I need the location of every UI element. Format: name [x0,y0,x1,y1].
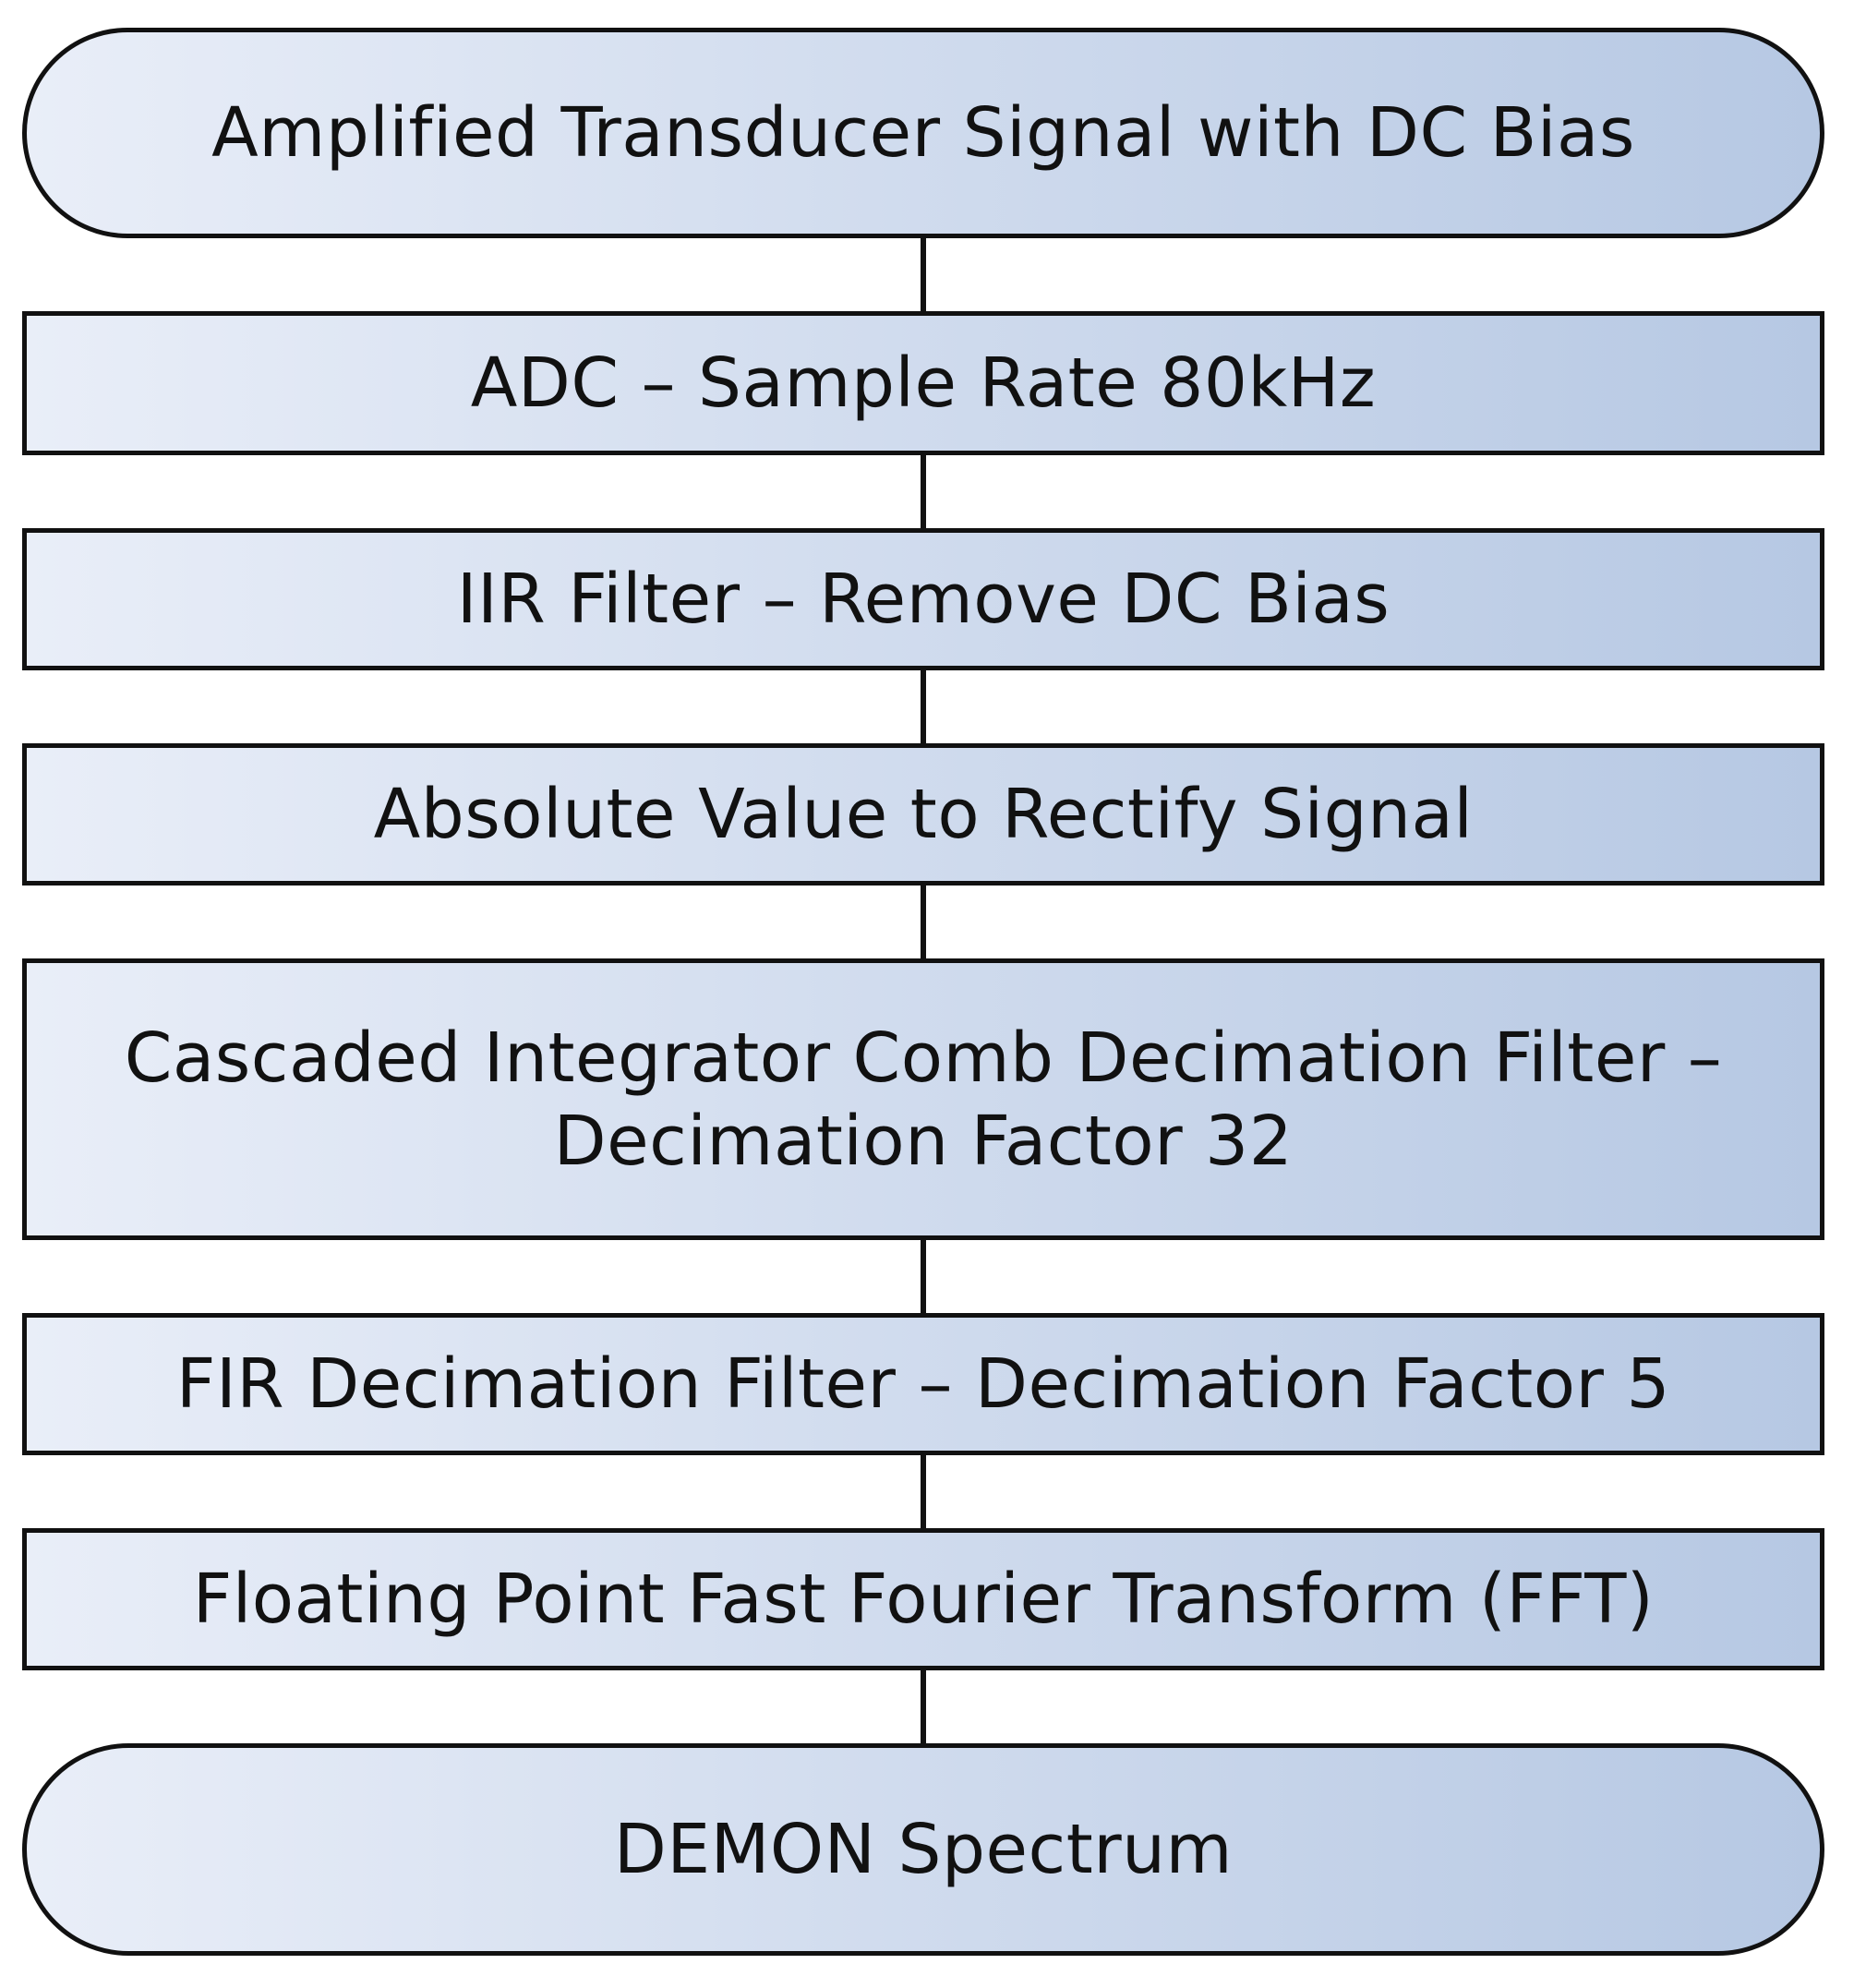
step-cic-label-line-1: Cascaded Integrator Comb Decimation Filt… [124,1018,1723,1098]
connector-iir-to-abs [921,668,926,746]
step-fft-label: Floating Point Fast Fourier Transform (F… [192,1560,1655,1639]
step-fft: Floating Point Fast Fourier Transform (F… [22,1528,1824,1670]
connector-abs-to-cic [921,883,926,961]
step-fir-decimation-filter: FIR Decimation Filter – Decimation Facto… [22,1313,1824,1455]
connector-cic-to-fir [921,1237,926,1316]
connector-fft-to-end [921,1668,926,1746]
start-terminal: Amplified Transducer Signal with DC Bias [22,28,1824,238]
step-cic-decimation-filter: Cascaded Integrator Comb Decimation Filt… [22,958,1824,1240]
step-cic-label-line-2: Decimation Factor 32 [553,1101,1294,1181]
step-adc: ADC – Sample Rate 80kHz [22,311,1824,455]
step-cic-decimation-filter-label: Cascaded Integrator Comb Decimation Filt… [125,1017,1723,1183]
step-absolute-value-label: Absolute Value to Rectify Signal [373,775,1474,854]
connector-start-to-adc [921,235,926,314]
step-iir-filter: IIR Filter – Remove DC Bias [22,528,1824,670]
step-absolute-value: Absolute Value to Rectify Signal [22,743,1824,886]
end-terminal: DEMON Spectrum [22,1743,1824,1956]
end-terminal-label: DEMON Spectrum [613,1810,1234,1889]
connector-fir-to-fft [921,1452,926,1531]
start-terminal-label: Amplified Transducer Signal with DC Bias [211,93,1635,173]
connector-adc-to-iir [921,452,926,531]
step-iir-filter-label: IIR Filter – Remove DC Bias [456,560,1390,639]
step-fir-decimation-filter-label: FIR Decimation Filter – Decimation Facto… [175,1344,1671,1424]
step-adc-label: ADC – Sample Rate 80kHz [470,343,1377,423]
